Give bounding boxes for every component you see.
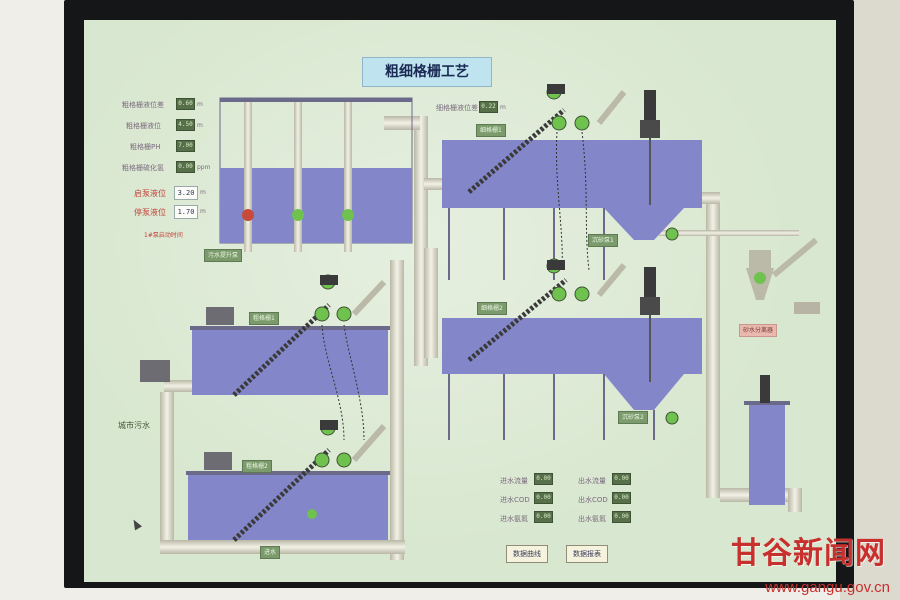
readout-label: 粗格栅PH — [130, 143, 161, 151]
grit-pump-1-tag[interactable]: 沉砂泵1 — [588, 234, 618, 247]
inlet-tag[interactable]: 进水 — [260, 546, 281, 559]
watermark-url: www.gangu.gov.cn — [765, 579, 890, 596]
outflow-value: 0.00 — [612, 473, 631, 485]
outflow-value: 0.00 — [612, 492, 631, 504]
readout-label: 粗格栅硫化氢 — [122, 164, 164, 172]
stop-level-input[interactable]: 1.70 — [174, 205, 198, 219]
outflow-value: 0.00 — [612, 511, 631, 523]
vertical-pumps — [242, 102, 354, 252]
sand-separator-tag[interactable]: 砂水分离器 — [739, 324, 778, 337]
auto-note: 1#泵启动时间 — [144, 232, 183, 239]
readout-label: 粗格栅液位 — [126, 122, 161, 130]
stop-level-label: 停泵液位 — [134, 208, 166, 217]
page-title: 粗细格栅工艺 — [362, 57, 492, 87]
readout-label: 粗格栅液位差 — [122, 101, 164, 109]
start-level-input[interactable]: 3.20 — [174, 186, 198, 200]
data-report-button[interactable]: 数据报表 — [566, 545, 608, 563]
process-diagram — [140, 84, 820, 560]
coarse-screen-2-tag[interactable]: 粗格栅2 — [242, 460, 272, 473]
start-level-label: 启泵液位 — [134, 189, 166, 198]
readout-value: 0.60 — [176, 98, 195, 110]
readout-value: 4.50 — [176, 119, 195, 131]
inflow-value: 0.00 — [534, 492, 553, 504]
city-sewage-label: 城市污水 — [118, 421, 150, 430]
inflow-value: 0.00 — [534, 473, 553, 485]
hmi-screen: 粗细格栅工艺 粗格栅液位差 0.60 m 粗格栅液位 4.50 m 粗格栅PH … — [84, 20, 836, 582]
grit-pump-2-tag[interactable]: 沉砂泵2 — [618, 411, 648, 424]
inflow-value: 0.00 — [534, 511, 553, 523]
watermark-logo: 甘谷新闻网 — [731, 536, 886, 571]
fine-level-value: 0.22 — [479, 101, 498, 113]
sewage-pump-tag[interactable]: 污水提升泵 — [204, 249, 243, 262]
data-curve-button[interactable]: 数据曲线 — [506, 545, 548, 563]
fine-level-label: 细格栅液位差 — [436, 104, 478, 112]
readout-value: 0.00 — [176, 161, 195, 173]
fine-screen-2-tag[interactable]: 细格栅2 — [477, 302, 507, 315]
readout-value: 7.00 — [176, 140, 195, 152]
fine-screen-1-tag[interactable]: 细格栅1 — [476, 124, 506, 137]
coarse-screen-1-tag[interactable]: 粗格栅1 — [249, 312, 279, 325]
